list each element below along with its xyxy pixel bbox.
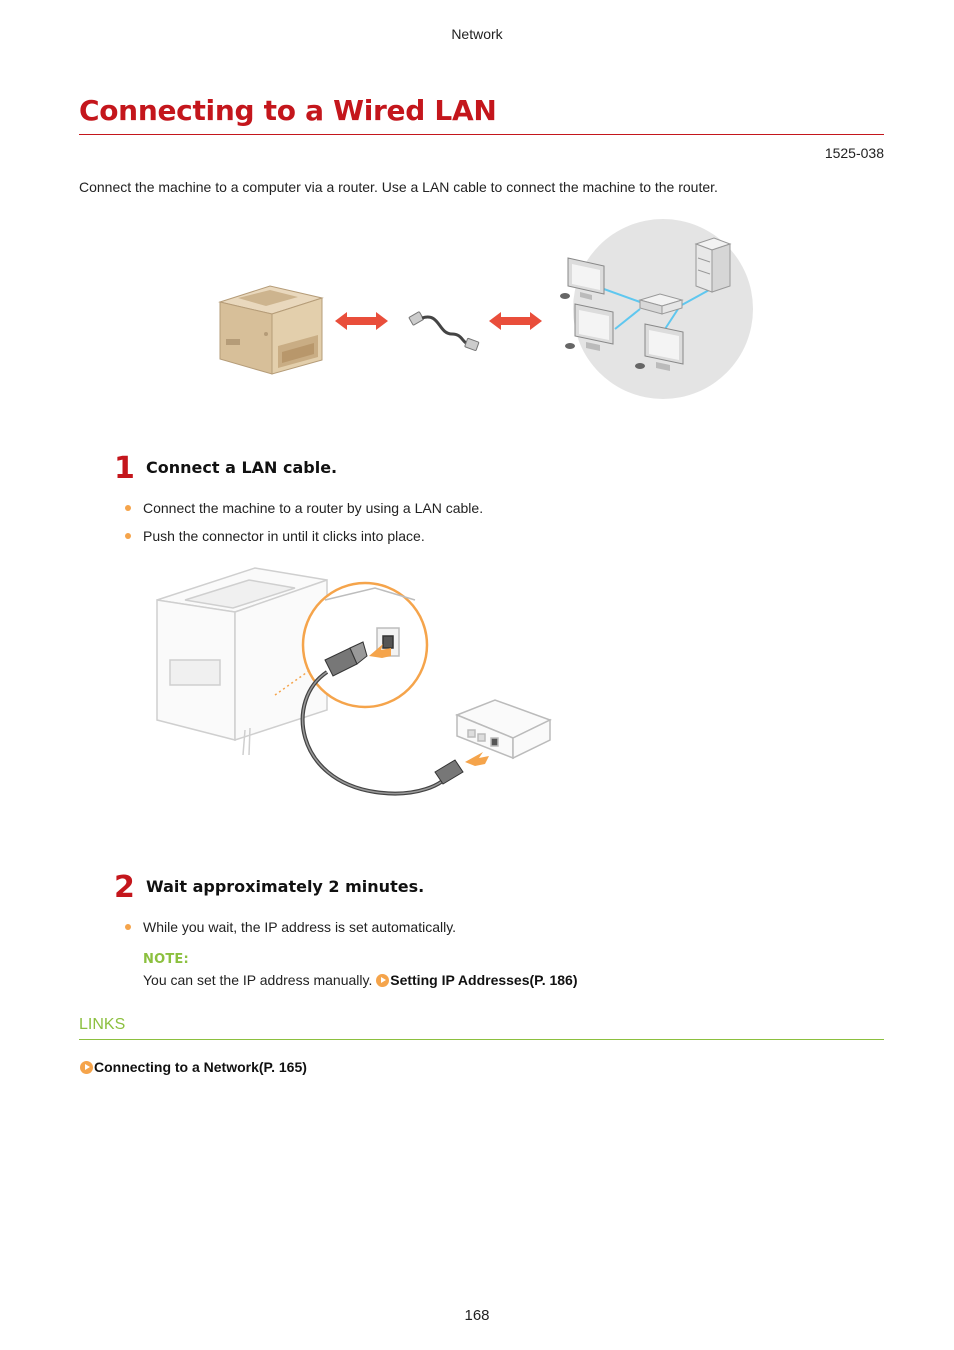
step-number: 1 — [114, 451, 135, 486]
note-label: NOTE: — [143, 952, 189, 967]
links-divider — [79, 1039, 884, 1040]
double-arrow-icon — [489, 312, 542, 330]
lan-cable-connection-illustration — [156, 567, 552, 796]
step-title: Wait approximately 2 minutes. — [146, 877, 425, 896]
router-icon — [638, 293, 684, 315]
network-connection-illustration — [218, 219, 753, 399]
bullet-icon — [125, 505, 131, 512]
bullet-icon — [125, 924, 131, 931]
connecting-to-network-link[interactable]: Connecting to a Network(P. 165) — [80, 1059, 307, 1075]
document-id: 1525-038 — [824, 145, 884, 161]
double-arrow-icon — [335, 312, 388, 330]
link-arrow-icon — [80, 1060, 93, 1074]
arrow-icon — [465, 752, 489, 766]
list-item: While you wait, the IP address is set au… — [125, 919, 456, 935]
callout-circle — [301, 581, 429, 709]
bullet-icon — [125, 533, 131, 540]
note-text: You can set the IP address manually. Set… — [143, 972, 578, 988]
step-number: 2 — [114, 870, 135, 905]
computer-icon — [560, 257, 605, 300]
title-divider — [79, 134, 884, 135]
page-number: 168 — [464, 1307, 490, 1324]
links-heading: LINKS — [79, 1016, 126, 1033]
computer-icon — [635, 323, 684, 371]
setting-ip-addresses-link[interactable]: Setting IP Addresses(P. 186) — [376, 972, 578, 988]
router-icon — [454, 699, 552, 760]
server-icon — [694, 237, 732, 293]
running-header: Network — [451, 26, 503, 42]
page-title: Connecting to a Wired LAN — [79, 94, 497, 127]
link-arrow-icon — [376, 973, 390, 987]
list-item: Connect the machine to a router by using… — [125, 500, 483, 516]
lan-plug-icon — [324, 641, 368, 677]
arrow-icon — [369, 644, 391, 658]
lan-plug-icon — [434, 759, 464, 785]
intro-paragraph: Connect the machine to a computer via a … — [79, 179, 718, 195]
computer-icon — [565, 303, 614, 351]
list-item: Push the connector in until it clicks in… — [125, 528, 425, 544]
machine-icon — [218, 285, 324, 375]
step-title: Connect a LAN cable. — [146, 458, 338, 477]
lan-cable-icon — [408, 311, 480, 351]
